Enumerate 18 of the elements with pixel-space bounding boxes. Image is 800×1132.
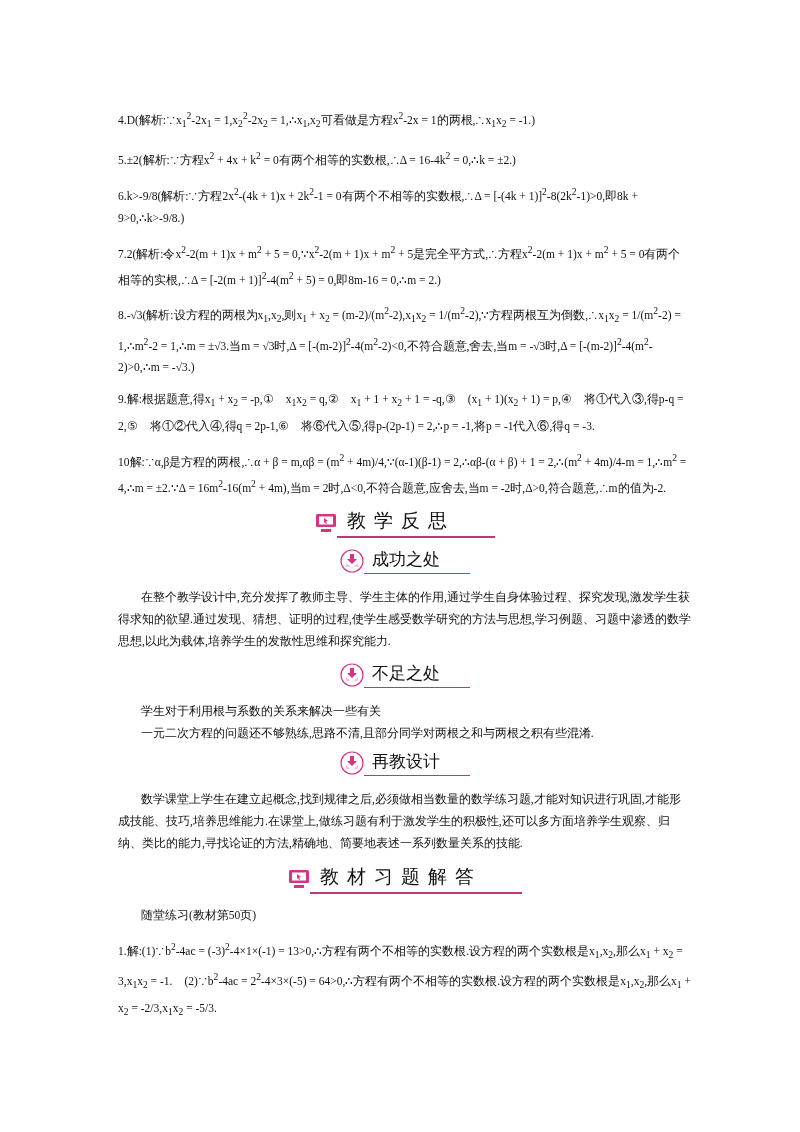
paragraph: 1.解:(1)∵b$^{2}$-4ac = (-3)$^{2}$-4×1×(-1) = 13>0,∴方程有两个不相等的实数根.设方程的两个实数根是x$_{1}$,x$_{2}$,那么x$_{1}$ + x$_{2}$ = 3,x$_{1}$x$_{2}$ = -1. (2)∵b$^{2}$-4ac = 2$^{2}$-4×3×(-5) = 64>0,∴方程有两个不相等的实数根.设方程的两个实数根是x$_{1}$,x$_{2}$,那么x$_{1}$ + x$_{2}$ = -2/3,x$_{1}$x$_{2}$ = -5/3. [118, 940, 692, 1019]
paragraph: 在整个教学设计中,充分发挥了教师主导、学生主体的作用,通过学生自身体验过程、探究发现,激发学生获得求知的欲望.通过发现、猜想、证明的过程,使学生感受数学研究的方法与思想,学习例题、习题中渗透的数学思想,以此为载体,培养学生的发散性思维和探究能力. [118, 590, 692, 650]
paragraph: 10解:∵α,β是方程的两根,∴α + β = m,αβ = (m$^{2}$ + 4m)/4,∵(α-1)(β-1) = 2,∴αβ-(α + β) + 1 = 2,∴(m$^{2}$ + 4m)/4-m = 1,∴m$^{2}$ = 4,∴m = ±2.∵Δ = 16m$^{2}$-16(m$^{2}$ + 4m),当m = 2时,Δ<0,不符合题意,应舍去,当m = -2时,Δ>0,符合题意,∴m的值为-2. [118, 450, 688, 497]
section-heading: 教学反思 [337, 508, 495, 539]
paragraph: 学生对于利用根与系数的关系来解决一些有关 [140, 704, 382, 720]
paragraph: 随堂练习(教材第50页) [140, 908, 258, 924]
paragraph: 4.D(解析:∵x$_{1}$$^{2}$-2x$_{1}$ = 1,x$_{2}$$^{2}$-2x$_{2}$ = 1,∴x$_{1}$,x$_{2}$可看做是方程x$^{2}$-2x = 1的两根,∴x$_{1}$x$_{2}$ = -1.) [118, 109, 537, 132]
paragraph: 一元二次方程的问题还不够熟练,思路不清,且部分同学对两根之和与两根之积有些混淆. [140, 726, 595, 742]
subsection-heading: 再教设计 [364, 750, 470, 777]
paragraph: 7.2(解析:令x$^{2}$-2(m + 1)x + m$^{2}$ + 5 = 0,∵x$^{2}$-2(m + 1)x + m$^{2}$ + 5是完全平方式,∴方程x$^{2}$-2(m + 1)x + m$^{2}$ + 5 = 0有两个相等的实根,∴Δ = [-2(m + 1)]$^{2}$-4(m$^{2}$ + 5) = 0,即8m-16 = 0,∴m = 2.) [118, 242, 682, 289]
subsection-heading: 成功之处 [364, 548, 470, 575]
subsection-heading: 不足之处 [364, 662, 470, 689]
paragraph: 8.-√3(解析:设方程的两根为x$_{1}$,x$_{2}$,则x$_{1}$ + x$_{2}$ = (m-2)/(m$^{2}$-2),x$_{1}$x$_{2}$ = 1/(m$^{2}$-2),∵方程两根互为倒数,∴x$_{1}$x$_{2}$ = 1/(m$^{2}$-2) = 1,∴m$^{2}$-2 = 1,∴m = ±√3.当m = √3时,Δ = [-(m-2)]$^{2}$-4(m$^{2}$-2)<0,不符合题意,舍去,当m = -√3时,Δ = [-(m-2)]$^{2}$-4(m$^{2}$-2)>0,∴m = -√3.) [118, 304, 682, 376]
paragraph: 5.±2(解析:∵方程x$^{2}$ + 4x + k$^{2}$ = 0有两个相等的实数根,∴Δ = 16-4k$^{2}$ = 0,∴k = ±2.) [118, 149, 517, 169]
paragraph: 数学课堂上学生在建立起概念,找到规律之后,必须做相当数量的数学练习题,才能对知识进行巩固,才能形成技能、技巧,培养思维能力.在课堂上,做练习题有利于激发学生的积极性,还可以多方面培养学生观察、归纳、类比的能力,寻找论证的方法,精确地、简要地表述一系列数量关系的技能. [118, 792, 682, 852]
section-heading: 教材习题解答 [310, 864, 522, 895]
paragraph: 9.解:根据题意,得x$_{1}$ + x$_{2}$ = -p,① x$_{1}$x$_{2}$ = q,② x$_{1}$ + 1 + x$_{2}$ + 1 = -q,③ (x$_{1}$ + 1)(x$_{2}$ + 1) = p,④ 将①代入③,得p-q = 2,⑤ 将①②代入④,得q = 2p-1,⑥ 将⑥代入⑤,得p-(2p-1) = 2,∴p = -1,将p = -1代入⑥,得q = -3. [118, 392, 685, 435]
paragraph: 6.k>-9/8(解析:∵方程2x$^{2}$-(4k + 1)x + 2k$^{2}$-1 = 0有两个不相等的实数根,∴Δ = [-(4k + 1)]$^{2}$-8(2k$^{2}$-1)>0,即8k + 9>0,∴k>-9/8.) [118, 184, 639, 227]
